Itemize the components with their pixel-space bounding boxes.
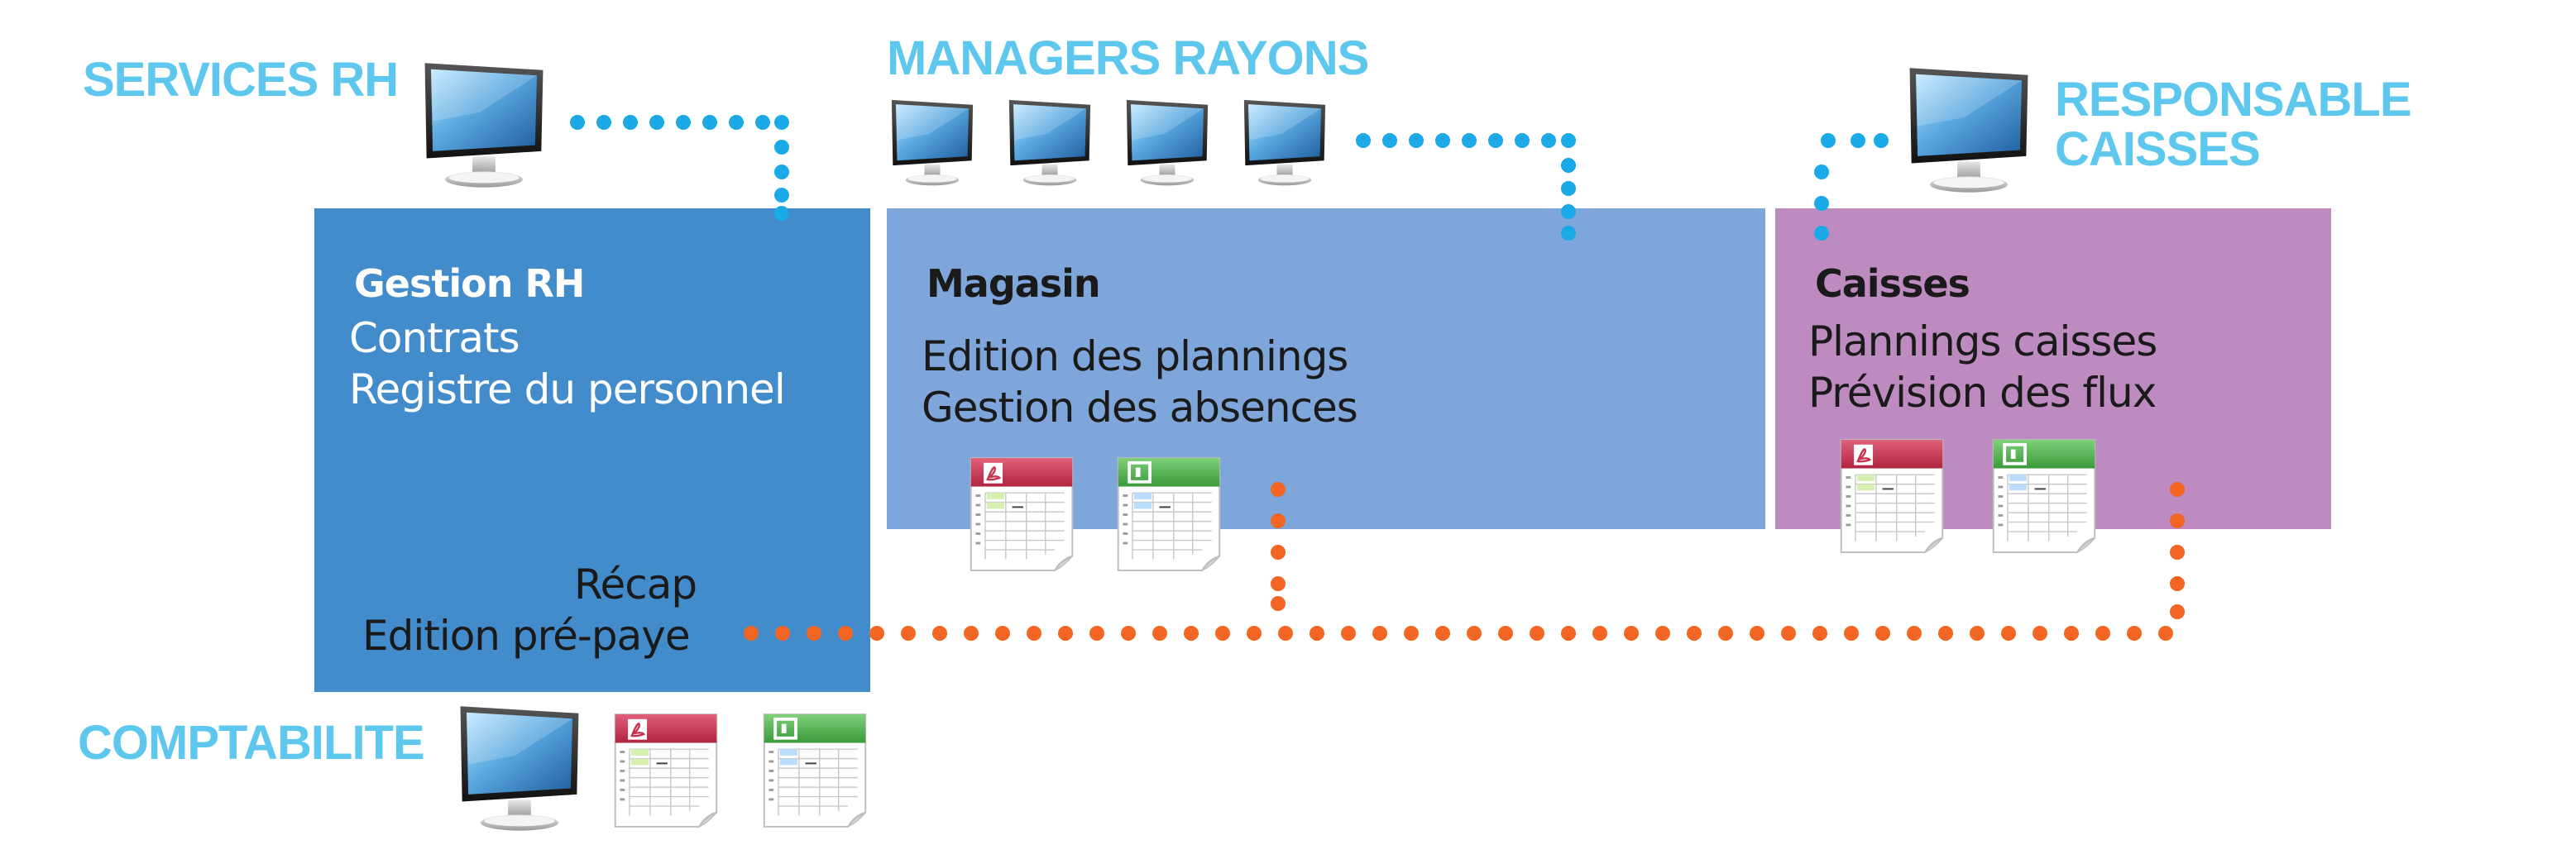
comptabilite-label: COMPTABILITE (78, 716, 425, 770)
spreadsheet-document-icon (1118, 458, 1220, 570)
gestion-rh-line-contrats: Contrats (349, 314, 520, 362)
responsable-caisses-label-line2: CAISSES (2055, 122, 2261, 176)
caisses-line-flux: Prévision des flux (1808, 369, 2157, 417)
connector-responsable-caisses (1814, 133, 1889, 241)
pdf-document-icon (615, 714, 717, 827)
computer-monitor-icon (460, 706, 579, 831)
connector-services-rh (570, 115, 789, 221)
gestion-rh-line-registre: Registre du personnel (349, 365, 786, 413)
computer-monitor-icon (1243, 99, 1326, 186)
pdf-document-icon (971, 458, 1073, 570)
spreadsheet-document-icon (764, 714, 866, 827)
computer-monitor-icon (424, 63, 543, 188)
connector-managers-rayons (1356, 133, 1576, 241)
managers-rayons-label: MANAGERS RAYONS (887, 31, 1369, 85)
gestion-rh-box (314, 208, 870, 692)
caisses-title: Caisses (1815, 261, 1970, 306)
responsable-caisses-label-line1: RESPONSABLE (2055, 73, 2412, 126)
connector-pre-paye (744, 482, 2185, 641)
services-rh-label: SERVICES RH (83, 53, 399, 107)
gestion-rh-title: Gestion RH (354, 261, 585, 306)
pdf-document-icon (1841, 440, 1943, 552)
magasin-title: Magasin (926, 261, 1101, 306)
computer-monitor-icon (1909, 68, 2028, 193)
computer-monitor-icon (1126, 99, 1209, 186)
magasin-line-absences: Gestion des absences (922, 384, 1358, 432)
caisses-line-plannings: Plannings caisses (1808, 317, 2157, 365)
magasin-line-plannings: Edition des plannings (922, 332, 1348, 380)
computer-monitor-icon (891, 99, 974, 186)
computer-monitor-icon (1008, 99, 1091, 186)
spreadsheet-document-icon (1994, 440, 2095, 552)
gestion-rh-line-recap: Récap (574, 561, 697, 608)
gestion-rh-line-pre-paye: Edition pré-paye (362, 612, 691, 660)
